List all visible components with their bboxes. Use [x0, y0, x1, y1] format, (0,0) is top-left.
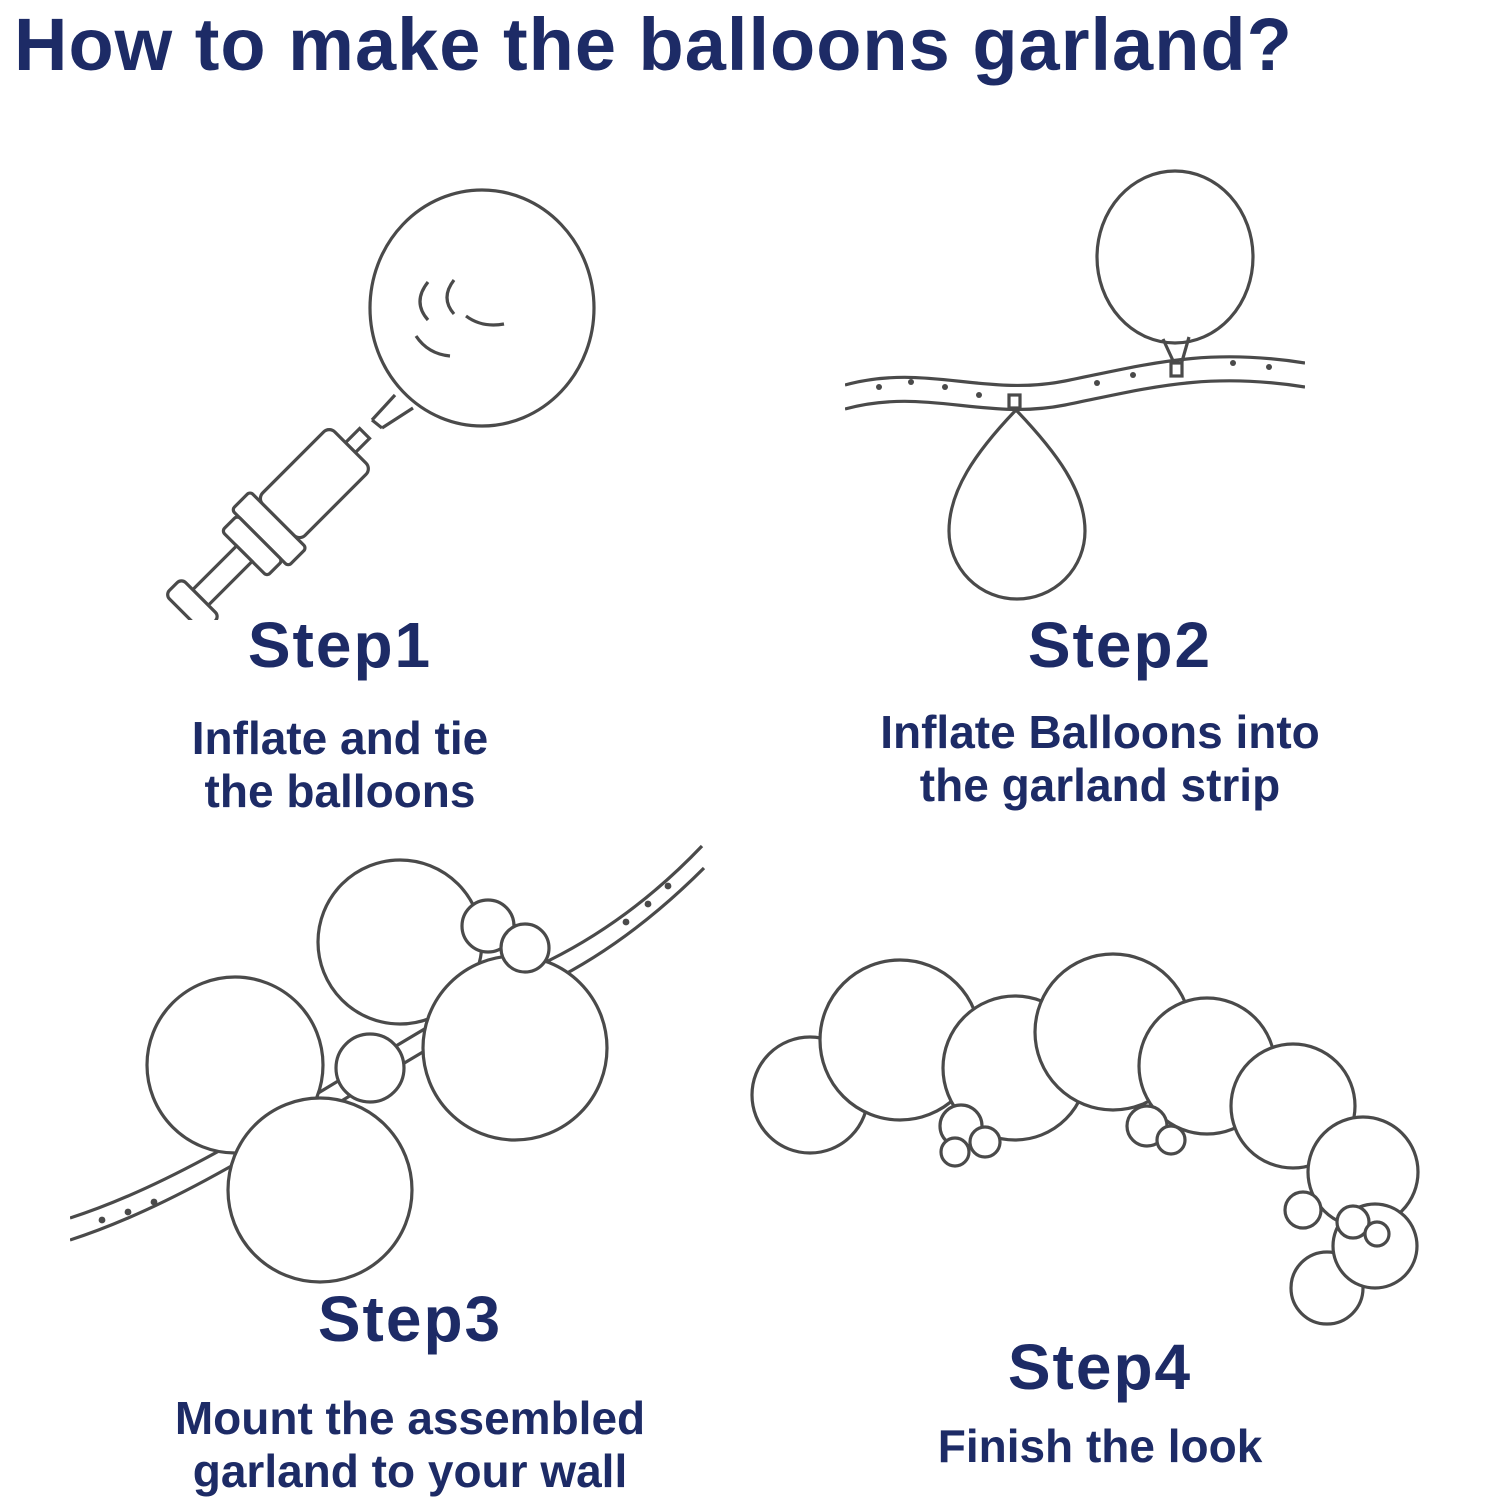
step1-label: Step1 — [247, 609, 433, 681]
step3-assembled-garland-illustration — [70, 830, 710, 1300]
step3-caption: Mount the assembled garland to your wall — [100, 1392, 720, 1498]
step4-caption: Finish the look — [810, 1420, 1390, 1473]
step1-caption-line1: Inflate and tie — [191, 712, 489, 764]
balloon-cluster-on-strip-icon — [70, 844, 706, 1284]
step2-caption: Inflate Balloons into the garland strip — [810, 706, 1390, 812]
step2-caption-line1: Inflate Balloons into — [880, 706, 1320, 758]
step2-caption-line2: the garland strip — [919, 758, 1281, 811]
step1-caption-line2: the balloons — [204, 764, 476, 817]
step4-finished-garland-illustration — [715, 890, 1465, 1330]
step3-caption-line2: garland to your wall — [192, 1444, 628, 1497]
step3-caption-line1: Mount the assembled — [174, 1392, 646, 1444]
finished-garland-icon — [750, 952, 1420, 1326]
step1-caption: Inflate and tie the balloons — [90, 712, 590, 818]
balloon-pump-icon — [166, 188, 596, 620]
step1-pump-inflating-balloon-illustration — [110, 140, 670, 620]
page-title: How to make the balloons garland? — [14, 3, 1293, 86]
step4-label: Step4 — [1007, 1331, 1193, 1403]
step3-label: Step3 — [317, 1283, 503, 1355]
step2-balloon-on-strip-illustration — [845, 135, 1305, 610]
step2-label: Step2 — [1027, 609, 1213, 681]
garland-strip-icon — [845, 169, 1305, 601]
step4-caption-line1: Finish the look — [937, 1420, 1263, 1472]
